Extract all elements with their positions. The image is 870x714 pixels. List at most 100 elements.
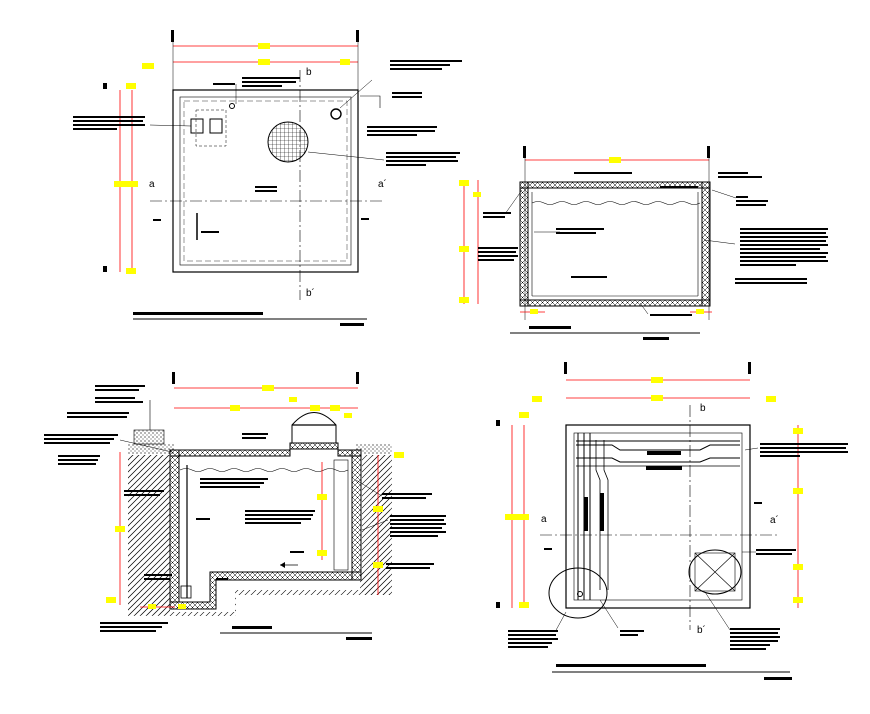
leader-line: [703, 239, 736, 245]
dimension-tag: [459, 246, 469, 252]
dimension-tag: [766, 396, 776, 402]
manhole-dome: [291, 412, 337, 444]
pipe-run: [195, 109, 227, 147]
section-slab-top: [519, 181, 711, 189]
dimension-tag: [651, 395, 663, 401]
plan-view-top: a a´ b b´: [73, 30, 462, 326]
detail-callout: [548, 567, 608, 619]
leader-line: [711, 189, 737, 199]
dim-flag: [171, 30, 174, 42]
dimension-tag: [696, 309, 704, 314]
manhole-opening: [688, 549, 742, 595]
dimension-tag: [289, 397, 297, 402]
tank-inner-wall: [179, 96, 352, 266]
dimension-tag: [114, 181, 138, 187]
dimension-tag: [330, 405, 340, 411]
note-blocks: [478, 172, 828, 316]
dimension-tag: [651, 377, 663, 383]
dimension-tag: [317, 494, 327, 500]
section-mark-b-prime: b´: [306, 287, 315, 299]
soil-hatch: [362, 455, 392, 595]
water-level: [179, 468, 349, 472]
section-wall-right: [701, 181, 711, 307]
dimension-tag: [258, 43, 270, 49]
scale-label: [643, 337, 669, 340]
vent-pipe: [330, 108, 342, 120]
dimension-tag: [317, 550, 327, 556]
dim-flag: [103, 266, 107, 272]
dim-flag: [564, 362, 567, 374]
leader-line: [599, 599, 619, 629]
dimension-tag: [262, 385, 274, 391]
leader-line: [119, 439, 173, 453]
dim-flag: [523, 146, 526, 158]
suction-basket: [180, 585, 192, 599]
dimension-tag: [340, 59, 350, 65]
section-wall-left: [169, 449, 180, 603]
section-view-b: [44, 372, 446, 640]
section-mark-a-prime: a´: [378, 178, 387, 190]
dimension-tag: [126, 83, 136, 89]
section-mark-a: a: [541, 514, 547, 525]
dim-flag: [103, 83, 107, 89]
dimension-tag: [344, 413, 352, 418]
dimension-tag: [373, 562, 383, 568]
section-mark-b-prime: b´: [697, 624, 706, 636]
plan-view-bottom: a a´ b b´: [496, 362, 848, 680]
dimension-tag: [148, 604, 156, 609]
dimension-tag: [609, 157, 621, 163]
valve-box: [209, 118, 223, 134]
dim-flag: [496, 420, 500, 426]
scale-label: [764, 677, 792, 680]
view-title-bar: [556, 664, 706, 667]
section-view-a: [459, 146, 828, 340]
view-title-bar: [529, 326, 571, 329]
dim-flag: [707, 146, 710, 158]
dimension-tag: [126, 268, 136, 274]
dimension-tag: [473, 192, 481, 197]
leader-line: [704, 591, 731, 631]
gravel-bed: [356, 444, 392, 454]
section-mark-b: b: [306, 67, 312, 78]
dimension-tag: [459, 297, 469, 303]
baffle-wall: [333, 459, 349, 571]
note-blocks: [44, 385, 446, 632]
tank-outer-wall: [172, 89, 359, 273]
dimension-tag: [519, 602, 529, 608]
dimension-tag: [793, 597, 803, 603]
dimension-tag: [530, 309, 538, 314]
slab-outer: [565, 424, 751, 609]
manhole-frame: [694, 552, 736, 592]
note-blocks: [508, 443, 848, 650]
dimension-tag: [178, 604, 186, 609]
dimension-tag: [258, 59, 270, 65]
dimension-tag: [373, 506, 383, 512]
leader-line: [355, 479, 383, 497]
dimension-tag: [459, 180, 469, 186]
note-blocks: [73, 60, 462, 233]
view-title-bar: [232, 626, 272, 629]
surface-fitting: [133, 429, 165, 445]
inlet-pipe: [229, 103, 235, 109]
scale-label: [340, 323, 364, 326]
section-wall-left: [519, 181, 529, 307]
dimension-tag: [793, 488, 803, 494]
slab-inner: [573, 432, 743, 601]
dim-flag: [356, 30, 359, 42]
section-mark-a: a: [149, 179, 155, 190]
manhole-cross: [694, 552, 736, 592]
scale-label: [346, 637, 372, 640]
dimension-tag: [793, 428, 803, 434]
leader-line: [639, 302, 649, 315]
dim-flag: [496, 602, 500, 608]
leader-line: [554, 611, 567, 633]
dim-flag: [356, 372, 359, 384]
leader-line: [339, 79, 373, 109]
dimension-tag: [519, 412, 529, 418]
dimension-tag: [310, 405, 320, 411]
flow-arrow-head: [280, 562, 285, 568]
detail-marker: [577, 591, 583, 597]
leader-line: [504, 189, 523, 215]
rebar-label: [646, 466, 682, 470]
